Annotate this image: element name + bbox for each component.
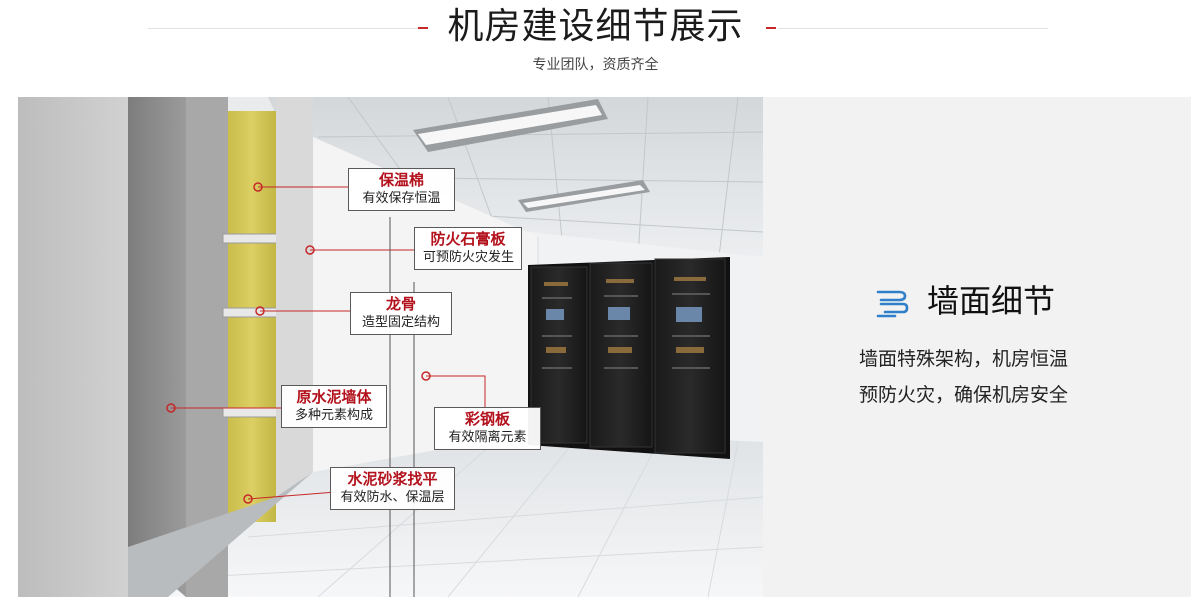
- insulation-wool: [228, 111, 276, 522]
- callout-desc: 多种元素构成: [294, 408, 373, 423]
- callout-keel: 龙骨 造型固定结构: [350, 292, 452, 335]
- header-dash-left: [418, 27, 428, 29]
- header-dash-right: [766, 27, 776, 29]
- callout-color-steel-plate: 彩钢板 有效隔离元素: [434, 407, 541, 450]
- server-room-render: [18, 97, 763, 597]
- page-title: 机房建设细节展示: [447, 6, 744, 47]
- server-racks: [528, 257, 730, 459]
- callout-title: 彩钢板: [464, 410, 510, 428]
- wall-detail-panel: 墙面细节 墙面特殊架构，机房恒温 预防火灾，确保机房安全: [763, 97, 1191, 597]
- layers-icon: [876, 290, 909, 318]
- callout-title: 防火石膏板: [430, 230, 506, 248]
- callout-desc: 有效防水、保温层: [340, 490, 445, 505]
- callout-desc: 有效保存恒温: [362, 191, 441, 206]
- callout-title: 原水泥墙体: [296, 388, 372, 406]
- panel-title: 墙面细节: [927, 282, 1056, 320]
- callout-insulation-wool: 保温棉 有效保存恒温: [348, 168, 455, 211]
- callout-fireproof-gypsum: 防火石膏板 可预防火灾发生: [414, 227, 522, 270]
- panel-line-2: 预防火灾，确保机房安全: [859, 384, 1069, 406]
- callout-desc: 有效隔离元素: [448, 430, 527, 445]
- header-divider-left: [148, 28, 418, 29]
- callout-cement-wall: 原水泥墙体 多种元素构成: [281, 385, 387, 428]
- callout-desc: 可预防火灾发生: [423, 250, 515, 265]
- callout-title: 水泥砂浆找平: [347, 470, 438, 488]
- wall-structure-illustration: 保温棉 有效保存恒温 防火石膏板 可预防火灾发生 龙骨 造型固定结构 原水泥墙体…: [18, 97, 763, 597]
- callout-desc: 造型固定结构: [361, 315, 440, 330]
- panel-line-1: 墙面特殊架构，机房恒温: [859, 348, 1069, 370]
- page-subtitle: 专业团队，资质齐全: [532, 57, 659, 73]
- callout-title: 龙骨: [385, 295, 416, 313]
- callout-title: 保温棉: [378, 171, 424, 189]
- header-divider-right: [778, 28, 1048, 29]
- section-header: 机房建设细节展示 专业团队，资质齐全: [0, 0, 1191, 90]
- callout-cement-mortar: 水泥砂浆找平 有效防水、保温层: [330, 467, 455, 510]
- panel-description: 墙面特殊架构，机房恒温 预防火灾，确保机房安全: [859, 341, 1068, 413]
